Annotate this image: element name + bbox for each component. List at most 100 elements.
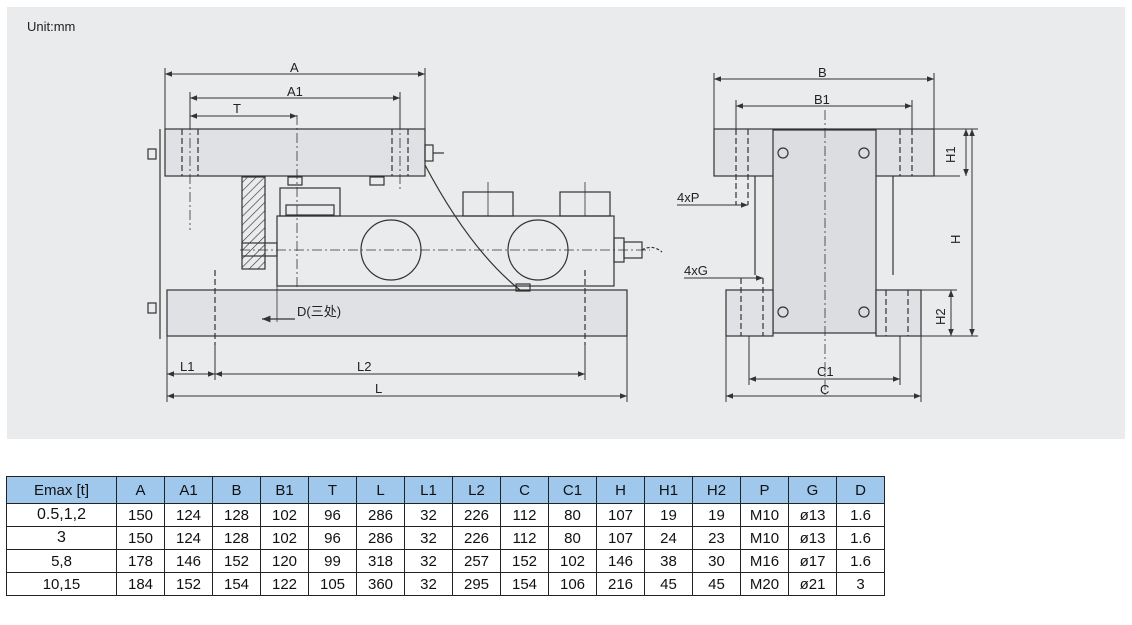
label-h1: H1 [943, 146, 958, 163]
table-cell: 122 [260, 572, 309, 596]
table-cell: ø21 [788, 572, 837, 596]
table-cell: 107 [596, 503, 645, 527]
table-cell: 318 [356, 549, 405, 573]
table-row: 0.5,1,2 150 124 128 102 96 286 32 226 11… [6, 503, 885, 527]
col-header: P [740, 476, 789, 504]
table-cell: 150 [116, 503, 165, 527]
label-l2: L2 [357, 359, 371, 374]
side-dimension-labels: B B1 4xP 4xG C1 C H H1 H2 [677, 65, 963, 397]
front-view [147, 115, 663, 345]
table-row: 5,8 178 146 152 120 99 318 32 257 152 10… [6, 549, 885, 573]
label-l1: L1 [180, 359, 194, 374]
side-dimensions [677, 73, 978, 402]
table-cell: 96 [308, 503, 357, 527]
drawing-panel [7, 7, 1125, 439]
table-cell: 102 [260, 526, 309, 550]
col-header: G [788, 476, 837, 504]
table-cell: 146 [164, 549, 213, 573]
table-cell: 3 [6, 526, 117, 550]
table-cell: 1.6 [836, 503, 885, 527]
col-header: D [836, 476, 885, 504]
label-h2: H2 [933, 308, 948, 325]
table-cell: 19 [644, 503, 693, 527]
col-header: L1 [404, 476, 453, 504]
table-cell: 19 [692, 503, 741, 527]
table-cell: M10 [740, 503, 789, 527]
col-header: H [596, 476, 645, 504]
dimension-table: Emax [t] A A1 B B1 T L L1 L2 C C1 H H1 H… [6, 476, 885, 596]
table-cell: 152 [212, 549, 261, 573]
label-4xp: 4xP [677, 190, 699, 205]
table-cell: 152 [500, 549, 549, 573]
table-cell: 32 [404, 526, 453, 550]
table-cell: 99 [308, 549, 357, 573]
table-cell: M20 [740, 572, 789, 596]
label-l: L [375, 381, 382, 396]
table-cell: 1.6 [836, 549, 885, 573]
table-cell: 32 [404, 503, 453, 527]
col-header: L [356, 476, 405, 504]
side-view [713, 110, 935, 395]
table-cell: 216 [596, 572, 645, 596]
label-b: B [818, 65, 827, 80]
table-cell: 128 [212, 526, 261, 550]
table-cell: 152 [164, 572, 213, 596]
table-cell: 128 [212, 503, 261, 527]
table-cell: 10,15 [6, 572, 117, 596]
table-cell: 124 [164, 503, 213, 527]
table-cell: 32 [404, 572, 453, 596]
label-h: H [948, 235, 963, 244]
table-cell: 286 [356, 526, 405, 550]
table-cell: ø17 [788, 549, 837, 573]
label-a: A [290, 60, 299, 75]
label-d: D(三处) [297, 304, 341, 319]
table-row: 3 150 124 128 102 96 286 32 226 112 80 1… [6, 526, 885, 550]
table-cell: M16 [740, 549, 789, 573]
table-cell: 107 [596, 526, 645, 550]
table-cell: 154 [500, 572, 549, 596]
front-dimensions [164, 68, 628, 402]
table-cell: 360 [356, 572, 405, 596]
technical-drawing: A A1 T D(三处) L1 L2 L [147, 60, 978, 402]
table-cell: 178 [116, 549, 165, 573]
table-cell: 150 [116, 526, 165, 550]
table-cell: 23 [692, 526, 741, 550]
table-cell: 226 [452, 526, 501, 550]
table-cell: ø13 [788, 503, 837, 527]
unit-label: Unit:mm [27, 19, 76, 34]
front-dimension-labels: A A1 T D(三处) L1 L2 L [180, 60, 382, 396]
table-cell: 146 [596, 549, 645, 573]
col-header: Emax [t] [6, 476, 117, 504]
label-t: T [233, 101, 241, 116]
table-cell: 112 [500, 503, 549, 527]
col-header: H1 [644, 476, 693, 504]
col-header: H2 [692, 476, 741, 504]
table-cell: 154 [212, 572, 261, 596]
table-cell: 0.5,1,2 [6, 503, 117, 527]
table-header-row: Emax [t] A A1 B B1 T L L1 L2 C C1 H H1 H… [6, 476, 885, 504]
table-cell: 96 [308, 526, 357, 550]
col-header: B [212, 476, 261, 504]
table-row: 10,15 184 152 154 122 105 360 32 295 154… [6, 572, 885, 596]
table-cell: 184 [116, 572, 165, 596]
table-cell: 5,8 [6, 549, 117, 573]
table-cell: 112 [500, 526, 549, 550]
label-a1: A1 [287, 84, 303, 99]
table-cell: 286 [356, 503, 405, 527]
col-header: T [308, 476, 357, 504]
col-header: A1 [164, 476, 213, 504]
label-c1: C1 [817, 364, 834, 379]
table-cell: 30 [692, 549, 741, 573]
col-header: A [116, 476, 165, 504]
col-header: C1 [548, 476, 597, 504]
table-cell: 3 [836, 572, 885, 596]
label-b1: B1 [814, 92, 830, 107]
table-cell: 105 [308, 572, 357, 596]
table-cell: 226 [452, 503, 501, 527]
col-header: C [500, 476, 549, 504]
table-cell: M10 [740, 526, 789, 550]
table-cell: 80 [548, 526, 597, 550]
table-cell: 120 [260, 549, 309, 573]
table-cell: 124 [164, 526, 213, 550]
table-cell: 32 [404, 549, 453, 573]
